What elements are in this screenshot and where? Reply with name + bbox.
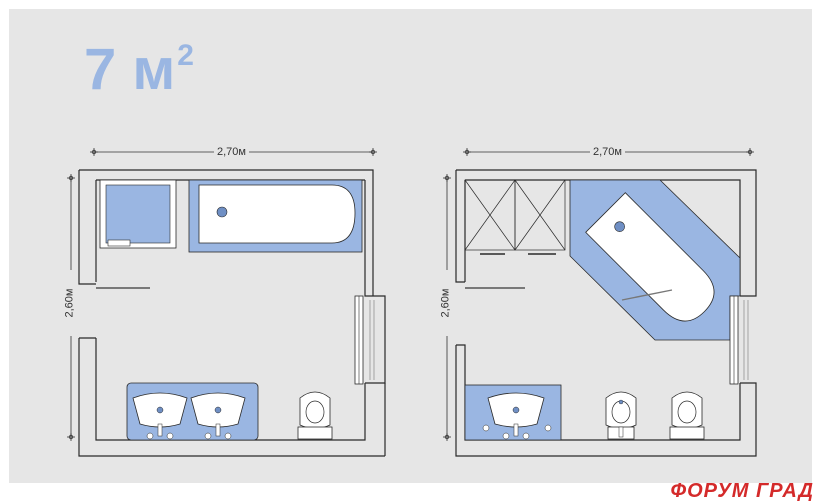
plan-right-walls [455, 169, 757, 457]
plan-left-width-label: 2,70м [214, 146, 249, 158]
plan-left-shower-tray [99, 179, 177, 249]
area-title: 7 м2 [84, 37, 194, 110]
plan-left-door [354, 295, 375, 385]
area-unit: м [132, 37, 176, 102]
watermark-logo: ФОРУМ ГРАД [670, 480, 814, 502]
plan-left-height-dimension [66, 173, 76, 442]
plan-right-door [729, 295, 749, 385]
plan-right-cabinets [464, 179, 566, 255]
plan-right-vanity [464, 384, 562, 441]
area-number: 7 [84, 37, 117, 102]
plan-left [66, 147, 386, 457]
area-exponent: 2 [177, 39, 194, 72]
plan-right-height-dimension [442, 173, 452, 442]
plan-left-double-vanity [126, 382, 259, 441]
plan-right-height-label: 2,60м [439, 285, 452, 321]
plan-right [442, 147, 757, 457]
plan-right-bidet [605, 391, 637, 440]
plan-left-toilet [297, 391, 333, 440]
plan-right-corner-bathtub [569, 179, 741, 341]
plan-right-width-label: 2,70м [590, 146, 625, 158]
plan-left-bathtub [188, 179, 363, 253]
plan-left-height-label: 2,60м [63, 285, 76, 321]
plan-right-toilet [669, 391, 705, 440]
